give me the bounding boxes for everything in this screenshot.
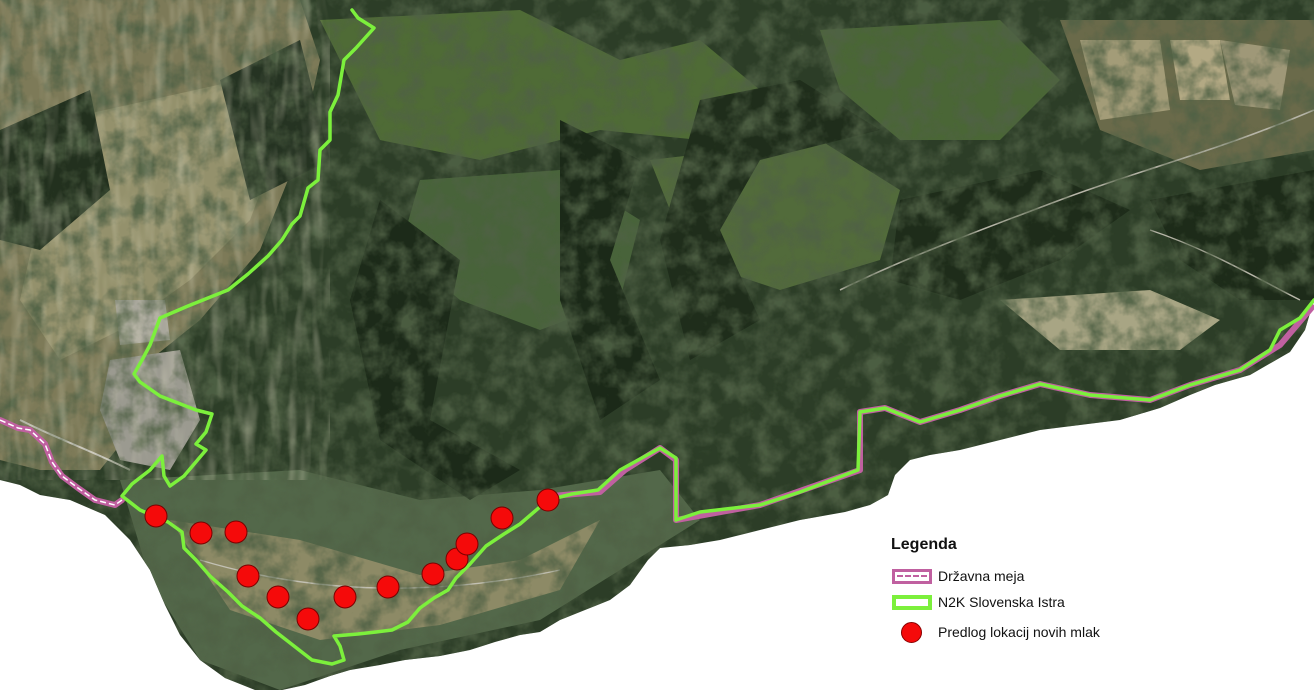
n2k-boundary	[120, 8, 1314, 666]
pond-marker	[224, 520, 248, 544]
pond-marker	[266, 585, 290, 609]
legend-label: Predlog lokacij novih mlak	[938, 624, 1100, 640]
pond-marker	[296, 607, 320, 631]
legend-item-state-border: Državna meja	[885, 566, 1175, 588]
pond-marker	[333, 585, 357, 609]
pond-marker	[189, 521, 213, 545]
pond-marker	[455, 532, 479, 556]
n2k-area-swatch	[892, 595, 932, 610]
proposed-ponds	[144, 488, 560, 631]
pond-marker	[376, 575, 400, 599]
map-legend: Legenda Državna meja N2K Slovenska Istra…	[885, 532, 1175, 662]
red-dot-marker-icon	[901, 622, 922, 643]
pond-marker	[536, 488, 560, 512]
legend-label: Državna meja	[938, 568, 1025, 584]
pond-marker	[421, 562, 445, 586]
legend-label: N2K Slovenska Istra	[938, 594, 1065, 610]
legend-title: Legenda	[891, 536, 957, 553]
pond-marker	[144, 504, 168, 528]
pond-marker	[236, 564, 260, 588]
pond-marker	[490, 506, 514, 530]
state-border-swatch	[892, 569, 932, 584]
legend-item-ponds: Predlog lokacij novih mlak	[885, 622, 1175, 644]
legend-item-n2k: N2K Slovenska Istra	[885, 592, 1175, 614]
